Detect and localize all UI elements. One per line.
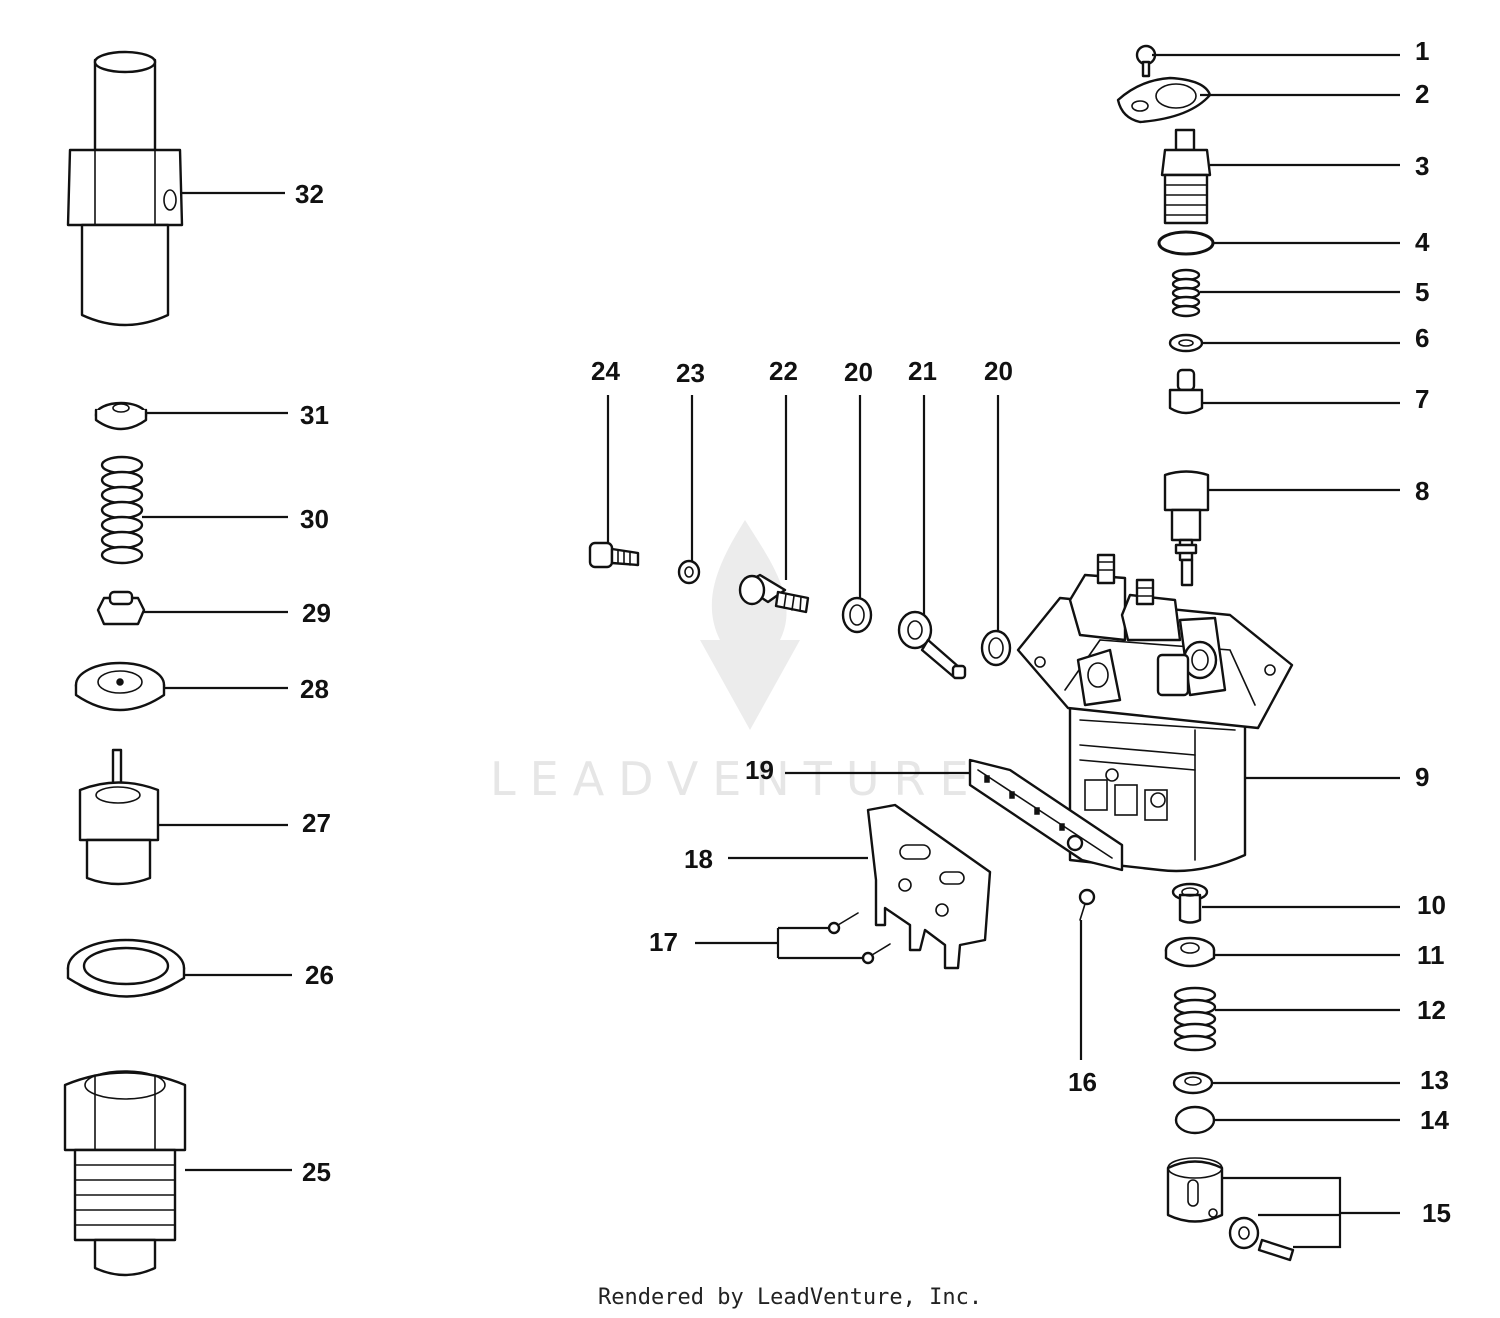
- callout-8[interactable]: 8: [1415, 476, 1429, 506]
- callout-15[interactable]: 15: [1422, 1198, 1451, 1228]
- part-32-nozzle-holder[interactable]: [66, 50, 184, 327]
- callout-labels: 1 2 3 4 5 6 7 8 9 10 11 12 13 14 15 16 1…: [295, 36, 1451, 1228]
- callout-1[interactable]: 1: [1415, 36, 1429, 66]
- callout-21[interactable]: 21: [908, 356, 937, 386]
- part-26-gasket[interactable]: [66, 938, 186, 998]
- callout-5[interactable]: 5: [1415, 277, 1429, 307]
- part-6-washer[interactable]: [1168, 333, 1204, 353]
- leader-lines: [142, 53, 1400, 1249]
- part-9-injection-pump-body[interactable]: [1016, 553, 1294, 873]
- callout-3[interactable]: 3: [1415, 151, 1429, 181]
- callout-4[interactable]: 4: [1415, 227, 1430, 257]
- part-5-spring[interactable]: [1171, 268, 1201, 318]
- part-10-upper-seat[interactable]: [1171, 882, 1209, 924]
- callout-20-right[interactable]: 20: [984, 356, 1013, 386]
- callout-25[interactable]: 25: [302, 1157, 331, 1187]
- callout-7[interactable]: 7: [1415, 384, 1429, 414]
- part-13-lower-seat[interactable]: [1172, 1071, 1214, 1095]
- leadventure-watermark: LEADVENTURE: [490, 520, 983, 806]
- callout-12[interactable]: 12: [1417, 995, 1446, 1025]
- callout-29[interactable]: 29: [302, 598, 331, 628]
- part-23-washer[interactable]: [677, 559, 701, 585]
- callout-20-left[interactable]: 20: [844, 357, 873, 387]
- part-24-bolt[interactable]: [588, 541, 640, 569]
- watermark-flame-logo: [700, 520, 800, 730]
- part-4-o-ring[interactable]: [1157, 230, 1215, 256]
- part-27-nozzle[interactable]: [78, 748, 160, 886]
- callout-32[interactable]: 32: [295, 179, 324, 209]
- callout-22[interactable]: 22: [769, 356, 798, 386]
- callout-26[interactable]: 26: [305, 960, 334, 990]
- callout-9[interactable]: 9: [1415, 762, 1429, 792]
- part-22-banjo-bolt[interactable]: [738, 573, 810, 614]
- part-29-spring-seat[interactable]: [96, 590, 146, 626]
- callout-17[interactable]: 17: [649, 927, 678, 957]
- part-3-delivery-valve-holder[interactable]: [1160, 128, 1212, 225]
- callout-30[interactable]: 30: [300, 504, 329, 534]
- callout-2[interactable]: 2: [1415, 79, 1429, 109]
- part-20-washer-right[interactable]: [980, 629, 1012, 667]
- part-19-control-rack[interactable]: [968, 758, 1124, 872]
- part-28-spacer[interactable]: [74, 661, 166, 712]
- part-11-washer[interactable]: [1164, 936, 1216, 968]
- callout-13[interactable]: 13: [1420, 1065, 1449, 1095]
- part-18-cover-plate[interactable]: [866, 803, 992, 970]
- callout-24[interactable]: 24: [591, 356, 620, 386]
- part-1-screw[interactable]: [1135, 44, 1157, 78]
- part-15-tappet-assembly[interactable]: [1166, 1157, 1295, 1262]
- part-30-spring[interactable]: [100, 455, 144, 565]
- footer-credit: Rendered by LeadVenture, Inc.: [598, 1285, 982, 1310]
- part-7-delivery-valve[interactable]: [1168, 368, 1204, 415]
- part-17-screws[interactable]: [827, 912, 891, 965]
- watermark-text: LEADVENTURE: [490, 752, 983, 806]
- callout-10[interactable]: 10: [1417, 890, 1446, 920]
- callout-28[interactable]: 28: [300, 674, 329, 704]
- callout-27[interactable]: 27: [302, 808, 331, 838]
- part-16-pin[interactable]: [1078, 888, 1096, 921]
- part-2-lock-plate[interactable]: [1116, 76, 1212, 124]
- part-20-washer-left[interactable]: [841, 596, 873, 634]
- callout-31[interactable]: 31: [300, 400, 329, 430]
- part-21-banjo-fitting[interactable]: [897, 610, 967, 680]
- callout-6[interactable]: 6: [1415, 323, 1429, 353]
- part-25-nozzle-nut[interactable]: [63, 1070, 187, 1277]
- callout-18[interactable]: 18: [684, 844, 713, 874]
- part-12-plunger-spring[interactable]: [1173, 986, 1217, 1052]
- callout-19[interactable]: 19: [745, 755, 774, 785]
- callout-14[interactable]: 14: [1420, 1105, 1449, 1135]
- part-31-washer[interactable]: [94, 401, 148, 431]
- callout-11[interactable]: 11: [1417, 940, 1445, 970]
- callout-16[interactable]: 16: [1068, 1067, 1097, 1097]
- callout-23[interactable]: 23: [676, 358, 705, 388]
- part-14-shim[interactable]: [1174, 1105, 1216, 1135]
- part-8-plunger[interactable]: [1163, 470, 1210, 587]
